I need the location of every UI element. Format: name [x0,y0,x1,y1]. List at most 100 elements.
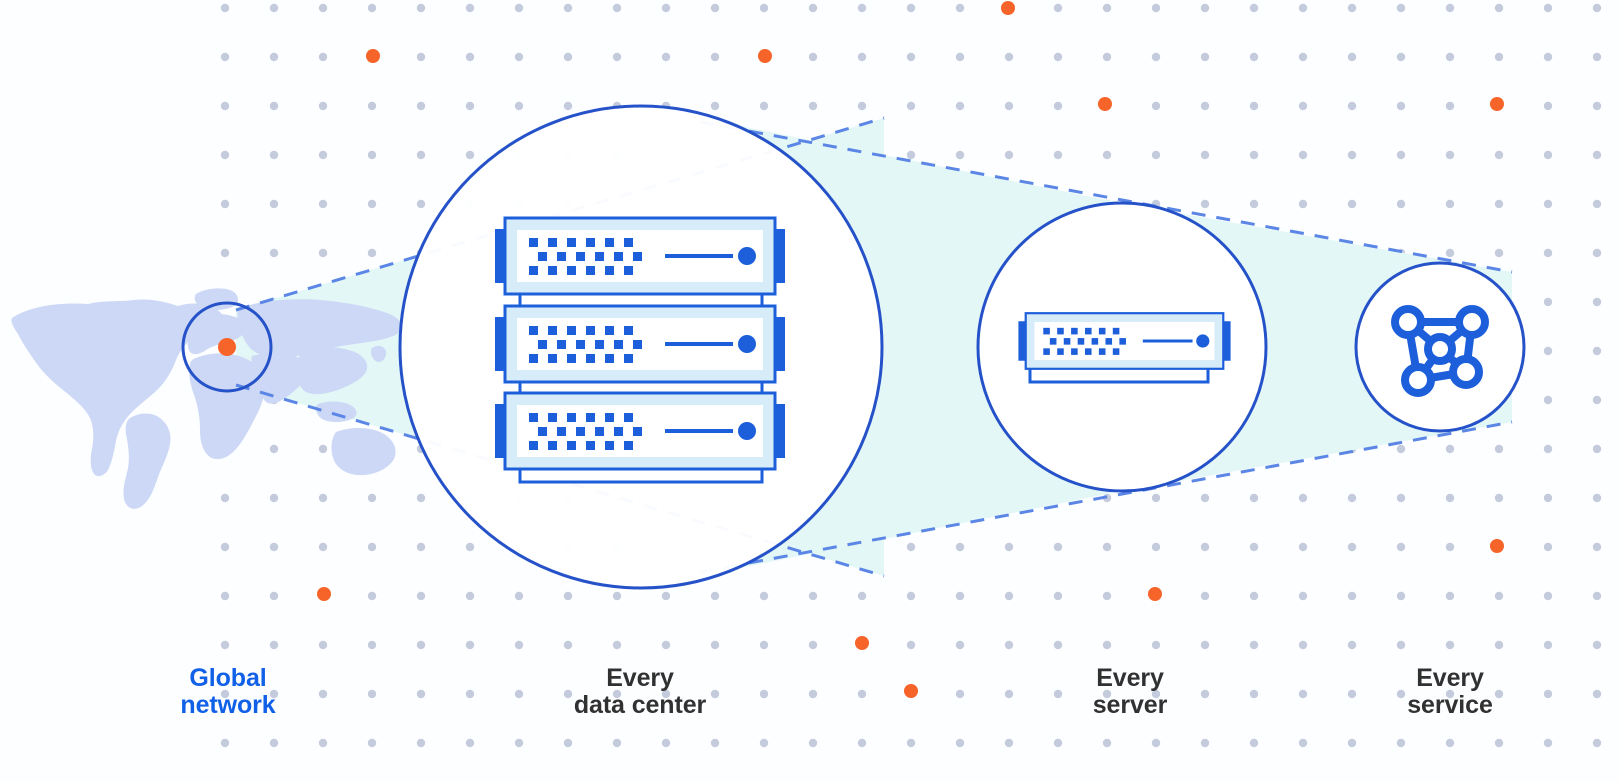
grid-dot [416,689,426,699]
grid-dot [710,738,720,748]
grid-dot [465,689,475,699]
grid-dot [1151,52,1161,62]
dashed-line-top-mid [699,120,1513,274]
grid-dot [1396,640,1406,650]
grid-dot [1445,150,1455,160]
grid-dot [1592,248,1602,258]
grid-dot [514,689,524,699]
orange-accent-dot [758,49,772,63]
grid-dot [220,542,230,552]
grid-dot [220,52,230,62]
grid-dot [220,199,230,209]
dashed-line-bot-mid [699,420,1513,574]
grid-dot [1543,346,1553,356]
grid-dot [367,542,377,552]
grid-dot [367,640,377,650]
grid-dot [1347,150,1357,160]
grid-dot [416,493,426,503]
grid-dot [1592,395,1602,405]
grid-dot [1004,591,1014,601]
grid-dot [1102,738,1112,748]
grid-dot [1543,640,1553,650]
grid-dot [1592,591,1602,601]
grid-dot [465,591,475,601]
grid-dot [220,248,230,258]
grid-dot [465,738,475,748]
grid-dot [1151,640,1161,650]
grid-dot [1543,101,1553,111]
grid-dot [269,199,279,209]
server-unit-icon [1018,311,1231,384]
grid-dot [514,52,524,62]
grid-dot [759,101,769,111]
grid-dot [1445,738,1455,748]
grid-dot [1592,150,1602,160]
grid-dot [808,591,818,601]
grid-dot [318,199,328,209]
grid-dot [710,52,720,62]
grid-dot [367,150,377,160]
grid-dot [1053,689,1063,699]
grid-dot [955,101,965,111]
grid-dot [318,52,328,62]
grid-dot [318,444,328,454]
grid-dot [1445,493,1455,503]
grid-dot [1200,150,1210,160]
grid-dot [220,591,230,601]
grid-dot [1592,689,1602,699]
grid-dot [1200,199,1210,209]
grid-dot [416,640,426,650]
grid-dot [269,150,279,160]
grid-dot [1445,542,1455,552]
grid-dot [612,640,622,650]
grid-dot [1445,52,1455,62]
grid-dot [1004,52,1014,62]
grid-dot [269,248,279,258]
grid-dot [1200,493,1210,503]
grid-dot [857,738,867,748]
grid-dot [1494,444,1504,454]
grid-dot [1494,199,1504,209]
grid-dot [1445,444,1455,454]
grid-dot [1347,101,1357,111]
grid-dot [563,640,573,650]
grid-dot [1102,52,1112,62]
grid-dot [1102,640,1112,650]
grid-dot [906,150,916,160]
grid-dot [1543,150,1553,160]
grid-dot [367,3,377,13]
server-rack-icon [495,216,785,484]
grid-dot [269,444,279,454]
grid-dot [318,248,328,258]
grid-dot [220,3,230,13]
grid-dot [367,101,377,111]
grid-dot [1396,542,1406,552]
grid-dot [1151,150,1161,160]
grid-dot [367,248,377,258]
orange-accent-dot [1490,539,1504,553]
grid-dot [514,3,524,13]
grid-dot [514,101,524,111]
grid-dot [1592,542,1602,552]
grid-dot [1200,591,1210,601]
grid-dot [1347,738,1357,748]
grid-dot [808,3,818,13]
grid-dot [318,101,328,111]
grid-dot [1592,640,1602,650]
grid-dot [563,52,573,62]
grid-dot [465,101,475,111]
grid-dot [710,101,720,111]
grid-dot [710,591,720,601]
grid-dot [906,542,916,552]
grid-dot [661,591,671,601]
grid-dot [1102,3,1112,13]
grid-dot [563,738,573,748]
grid-dot [1151,738,1161,748]
grid-dot [1543,199,1553,209]
grid-dot [710,689,720,699]
grid-dot [269,542,279,552]
grid-dot [563,101,573,111]
grid-dot [759,738,769,748]
stage-label-data-center: Every data center [573,664,707,719]
grid-dot [465,640,475,650]
